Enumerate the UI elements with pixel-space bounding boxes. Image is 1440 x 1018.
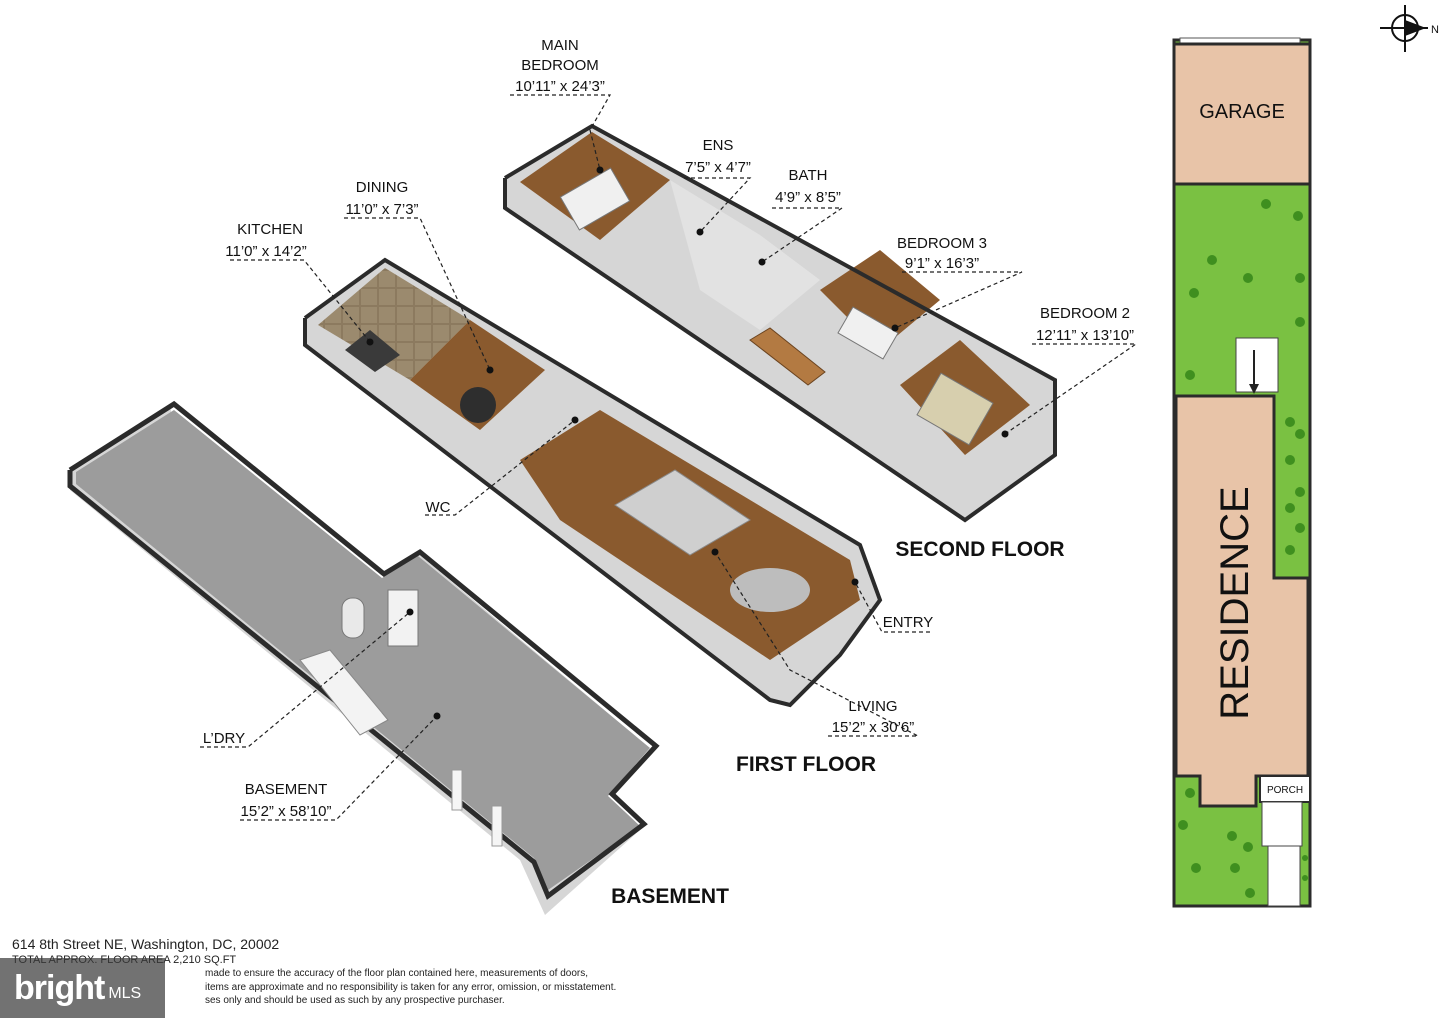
- wc-name: WC: [426, 499, 451, 516]
- residence-label: RESIDENCE: [1213, 486, 1257, 719]
- dot-ens: [696, 228, 704, 236]
- dining-dims: 11’0” x 7’3”: [345, 201, 418, 218]
- rear-stairs: [1235, 337, 1279, 393]
- porch-block: [1259, 775, 1311, 803]
- living-rug: [614, 469, 751, 556]
- entry-name: ENTRY: [883, 614, 934, 631]
- leader-bath: [761, 207, 844, 263]
- porch-steps: [1261, 801, 1303, 847]
- dot-bath: [758, 258, 766, 266]
- kitchen-name: KITCHEN: [237, 221, 303, 238]
- ens-dims: 7’5” x 4’7”: [685, 159, 751, 176]
- kitchen-dims: 11’0” x 14’2”: [225, 243, 306, 260]
- bedroom3-floor: [820, 250, 940, 350]
- bedroom2-bed: [916, 372, 994, 446]
- ens-name: ENS: [703, 137, 734, 154]
- compass-north-arrow: [1405, 20, 1426, 36]
- bedroom2-dims: 12’11” x 13’10”: [1036, 327, 1134, 344]
- basement-floor-block: [67, 400, 660, 915]
- disclaimer-line-3: ses only and should be used as such by a…: [205, 995, 505, 1006]
- laundry-name: L’DRY: [203, 730, 245, 747]
- bath-name: BATH: [789, 167, 828, 184]
- kitchen-counter: [345, 330, 400, 372]
- leader-basement: [240, 715, 438, 821]
- dot-main-bedroom: [596, 166, 604, 174]
- second-floor-wall-sides: [505, 126, 1055, 520]
- bath-dims: 4’9” x 8’5”: [775, 189, 841, 206]
- front-walk: [1267, 845, 1301, 907]
- dot-entry: [851, 578, 859, 586]
- main-bedroom-name-1: MAIN: [541, 37, 579, 54]
- dot-kitchen: [366, 338, 374, 346]
- rear-stairs-arrowhead: [1249, 384, 1259, 394]
- living-dims: 15’2” x 30’6”: [832, 719, 915, 736]
- support-column-2: [491, 805, 503, 847]
- basement-wall-top: [67, 400, 660, 900]
- laundry-machines: [387, 589, 419, 647]
- leader-wc: [425, 419, 576, 516]
- leader-ens: [684, 177, 752, 233]
- dining-name: DINING: [356, 179, 409, 196]
- living-armchairs: [730, 568, 810, 612]
- living-name: LIVING: [848, 698, 897, 715]
- hall-stairs: [749, 327, 826, 386]
- garage-label: GARAGE: [1199, 101, 1285, 123]
- bedroom2-name: BEDROOM 2: [1040, 305, 1130, 322]
- dot-bedroom3: [891, 324, 899, 332]
- bedroom3-name: BEDROOM 3: [897, 235, 987, 252]
- site-plan: GARAGE RESIDENCE PORCH: [1172, 37, 1312, 908]
- first-floor-block: [303, 257, 883, 708]
- main-bedroom-name-2: BEDROOM: [521, 57, 599, 74]
- compass-north-label: N: [1431, 24, 1439, 36]
- dot-wc: [571, 416, 579, 424]
- basement-title: BASEMENT: [611, 885, 729, 908]
- first-floor-wall-top: [303, 257, 883, 708]
- compass-rose: N: [1380, 5, 1439, 52]
- property-address: 614 8th Street NE, Washington, DC, 20002: [12, 936, 280, 952]
- dot-basement: [433, 712, 441, 720]
- room-label-dots: [366, 166, 1009, 720]
- bedroom3-bed: [837, 306, 899, 360]
- basement-dims: 15’2” x 58’10”: [241, 803, 332, 820]
- hall-floor: [670, 180, 820, 330]
- dining-floor: [410, 320, 545, 430]
- dot-dining: [486, 366, 494, 374]
- support-column-1: [451, 769, 463, 811]
- disclaimer-line-2: items are approximate and no responsibil…: [205, 982, 617, 993]
- leader-living: [714, 551, 919, 737]
- main-bed: [559, 167, 631, 231]
- leader-laundry: [200, 611, 411, 748]
- main-bedroom-dims: 10’11” x 24’3”: [515, 78, 605, 95]
- basement-slab: [76, 410, 650, 890]
- watermark-bright-text: bright: [14, 968, 105, 1007]
- leader-entry: [854, 581, 930, 633]
- first-floor-title: FIRST FLOOR: [736, 753, 876, 776]
- dot-living: [711, 548, 719, 556]
- leader-main-bedroom: [510, 94, 612, 171]
- basement-name: BASEMENT: [245, 781, 328, 798]
- dot-bedroom2: [1001, 430, 1009, 438]
- garage-block: [1172, 42, 1312, 186]
- room-label-leaders: [200, 94, 1138, 821]
- kitchen-floor: [318, 268, 470, 380]
- watermark-mls-text: MLS: [108, 985, 142, 1002]
- basement-stairs: [299, 649, 389, 736]
- leader-kitchen: [230, 259, 371, 343]
- leader-bedroom3: [894, 271, 1023, 329]
- water-heater: [341, 597, 365, 639]
- dining-table: [460, 387, 496, 423]
- second-floor-block: [503, 123, 1057, 523]
- second-floor-title: SECOND FLOOR: [895, 538, 1064, 561]
- disclaimer-line-1: made to ensure the accuracy of the floor…: [205, 968, 588, 979]
- residence-block: [1174, 394, 1310, 808]
- bedroom3-dims: 9’1” x 16’3”: [905, 255, 979, 272]
- porch-label: PORCH: [1267, 785, 1303, 796]
- dot-laundry: [406, 608, 414, 616]
- bright-mls-watermark: bright MLS: [0, 958, 165, 1018]
- site-trees: [1178, 199, 1308, 898]
